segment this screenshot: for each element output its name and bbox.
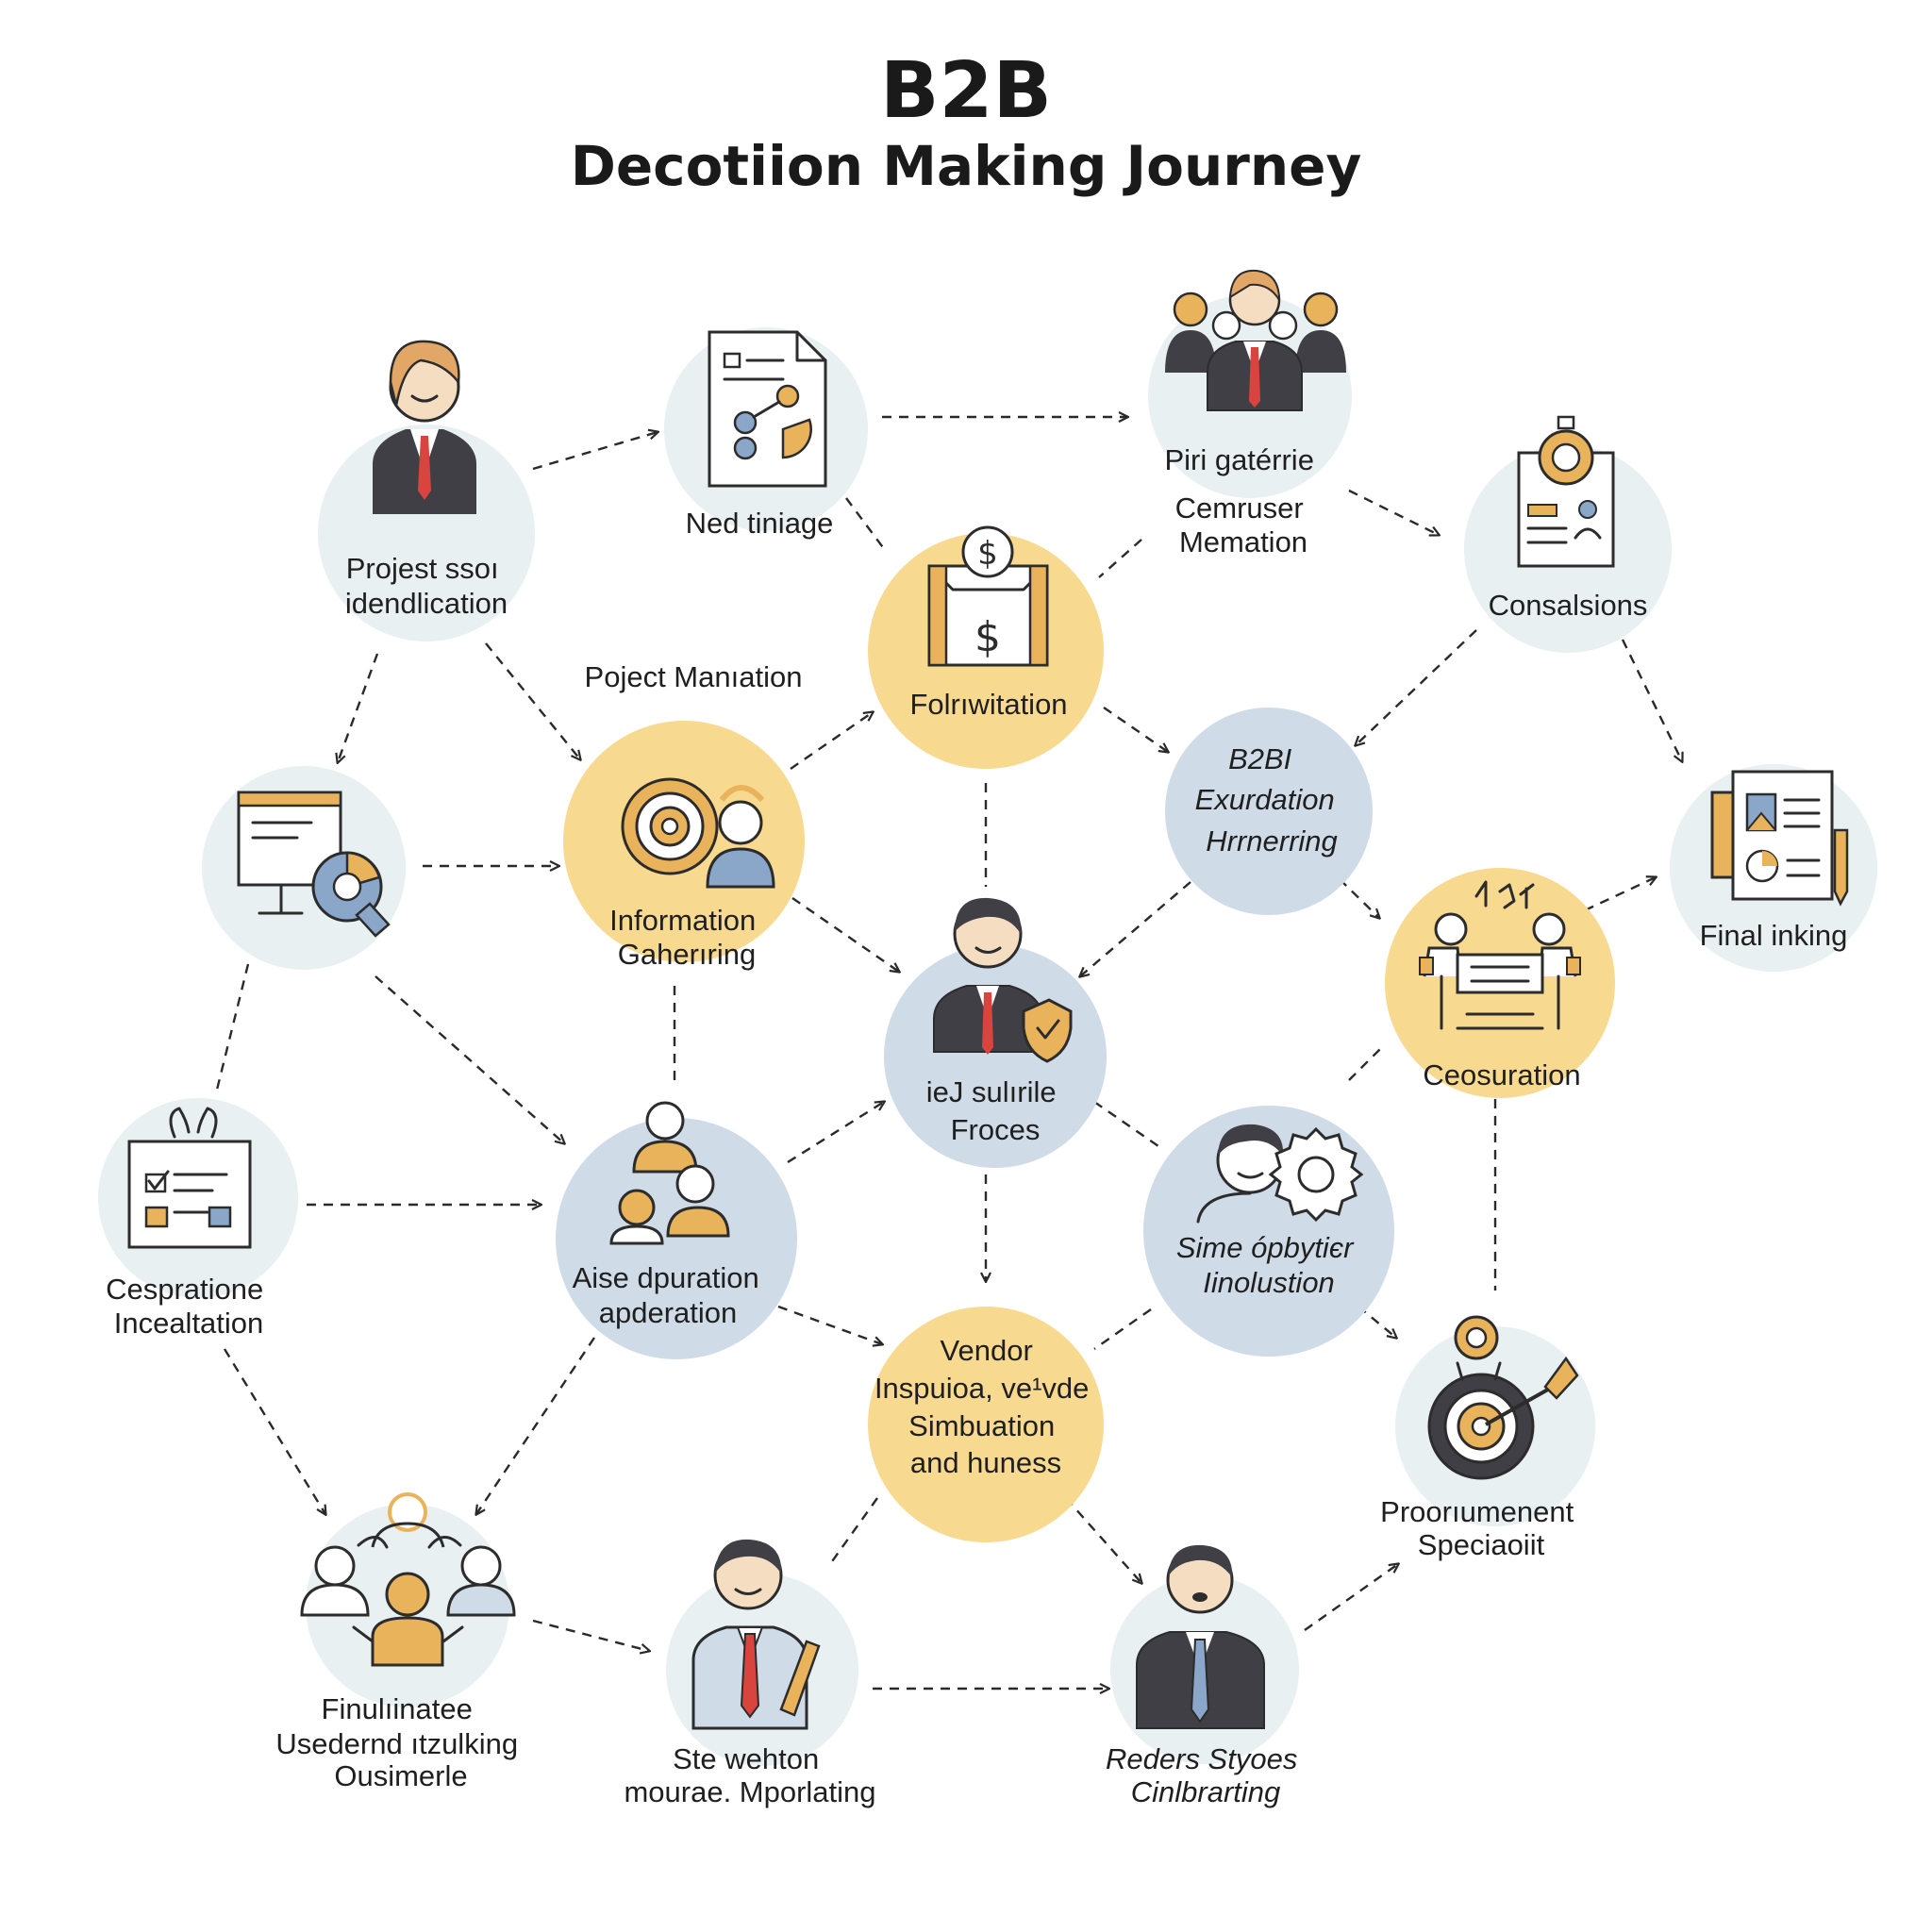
edge-arrow <box>1103 707 1168 752</box>
node-label: Piri gatérrie Cemruser Memation <box>1164 443 1322 558</box>
edge-arrow <box>338 653 379 762</box>
edge-arrow <box>777 1305 882 1344</box>
edge-line <box>1093 1308 1152 1350</box>
node-label: Ceosuration <box>1423 1058 1580 1091</box>
analytics-document-icon <box>708 330 827 488</box>
node-circle <box>556 1118 797 1359</box>
node-circle <box>1165 708 1373 915</box>
node-label: Cespratione Incealtation <box>106 1273 272 1340</box>
node-folrwitation[interactable]: $ $ Folrıwitation <box>868 525 1104 769</box>
node-label: Final inking <box>1700 919 1848 952</box>
node-sime-opbytier[interactable]: Sime ópbytiєr Iinolustion <box>1143 1106 1394 1357</box>
edge-arrow <box>223 1348 325 1514</box>
businessman-pen-icon <box>691 1539 821 1730</box>
node-label: Finulıinatee Usedernd ıtzulking Ousimerl… <box>275 1692 525 1792</box>
node-finulinatee[interactable]: Finulıinatee Usedernd ıtzulking Ousimerl… <box>275 1492 525 1792</box>
node-need-triage[interactable]: Ned tiniage <box>664 327 868 540</box>
node-label: Folrıwitation <box>909 688 1067 721</box>
checklist-board-icon <box>127 1107 252 1249</box>
edge-line <box>845 497 886 551</box>
node-final-inking[interactable]: Final inking <box>1670 764 1877 972</box>
report-document-icon <box>1710 770 1849 907</box>
edge-arrow <box>1621 639 1682 761</box>
diagram-subtitle: Decotiion Making Journey <box>571 134 1362 198</box>
node-label: Aise dpuration apderation <box>573 1261 768 1329</box>
node-label: Ned tiniage <box>686 507 834 540</box>
edge-line <box>215 963 250 1091</box>
svg-text:$: $ <box>974 613 1001 661</box>
node-label: Consalsions <box>1489 589 1648 622</box>
node-label: Sime ópbytiєr Iinolustion <box>1176 1231 1361 1299</box>
edge-line <box>1093 1101 1159 1147</box>
edge-arrow <box>532 432 658 471</box>
edge-arrow <box>1356 629 1477 745</box>
edge-arrow <box>791 897 899 972</box>
target-person-icon <box>621 777 775 889</box>
node-circle <box>868 1307 1104 1542</box>
edge-line <box>1348 1046 1383 1081</box>
businessman-talking-icon <box>1136 1544 1265 1729</box>
connector-arrows <box>215 417 1682 1689</box>
node-vendor[interactable]: Vendor Inspuioa, ve¹vde Simbuation and h… <box>868 1307 1104 1542</box>
node-label: Ste wehton mourae. Mporlating <box>624 1742 875 1808</box>
node-b2b-exurdation[interactable]: B2BI Exurdation Hrrnerring <box>1165 708 1373 915</box>
edge-arrow <box>532 1619 649 1651</box>
node-consalsions[interactable]: Consalsions <box>1464 415 1672 653</box>
businesswoman-icon <box>373 340 476 514</box>
edge-line <box>1098 539 1142 578</box>
edge-arrow <box>790 712 873 770</box>
node-aise-dpuration[interactable]: Aise dpuration apderation <box>556 1101 797 1359</box>
edge-arrow <box>1348 489 1439 535</box>
edge-line <box>829 1497 878 1565</box>
node-sulirile-froces[interactable]: ieJ sulırile Froces <box>884 897 1107 1168</box>
edge-arrow <box>375 975 564 1143</box>
node-project-identification[interactable]: Projest ssoı idendlication <box>318 340 535 641</box>
edge-arrow <box>1584 877 1656 912</box>
edge-arrow <box>476 1337 595 1514</box>
team-leader-icon <box>1165 269 1346 411</box>
person-gear-icon <box>1196 1124 1364 1224</box>
svg-text:$: $ <box>977 535 998 573</box>
money-package-icon: $ $ <box>927 525 1049 667</box>
edge-arrow <box>1339 878 1379 918</box>
badge-document-icon <box>1517 415 1615 568</box>
node-ste-wehton[interactable]: Ste wehton mourae. Mporlating <box>624 1539 876 1808</box>
node-reders-styoes[interactable]: Reders Styoes Cinlbrarting <box>1106 1544 1306 1808</box>
node-label: Proorıumenent Speciaoiit <box>1380 1495 1582 1561</box>
node-label: Reders Styoes Cinlbrarting <box>1106 1742 1306 1808</box>
edge-arrow <box>485 642 580 759</box>
diagram-title: B2B <box>880 46 1052 136</box>
computer-chart-icon <box>237 791 391 938</box>
node-label: B2BI Exurdation Hrrnerring <box>1195 742 1343 858</box>
team-network-icon <box>300 1492 516 1667</box>
edge-arrow <box>1080 881 1191 976</box>
node-label: Projest ssoı idendlication <box>345 552 508 620</box>
node-ceosuration[interactable]: Ceosuration <box>1385 868 1615 1098</box>
negotiation-table-icon <box>1419 880 1581 1030</box>
businessman-shield-icon <box>933 897 1073 1063</box>
node-cespratione-incealtation[interactable]: Cespratione Incealtation <box>98 1098 298 1340</box>
node-cemruser-memation[interactable]: Piri gatérrie Cemruser Memation <box>1148 269 1352 558</box>
node-label: Vendor Inspuioa, ve¹vde Simbuation and h… <box>874 1334 1097 1479</box>
project-manation-label: Poject Manıation <box>585 660 803 693</box>
edge-arrow <box>787 1102 884 1164</box>
target-dart-icon <box>1427 1315 1579 1480</box>
edge-arrow <box>1304 1564 1398 1631</box>
node-procurement-specialist[interactable]: Proorıumenent Speciaoiit <box>1380 1315 1595 1561</box>
node-label: ieJ sulırile Froces <box>926 1075 1064 1146</box>
node-information-gathering[interactable]: Information Gaherıring <box>563 721 805 971</box>
node-computer-chart[interactable] <box>202 766 406 970</box>
edge-arrow <box>1065 1497 1141 1583</box>
node-label: Information Gaherıring <box>609 904 764 971</box>
node-circle <box>318 425 535 641</box>
users-group-icon <box>609 1101 730 1245</box>
